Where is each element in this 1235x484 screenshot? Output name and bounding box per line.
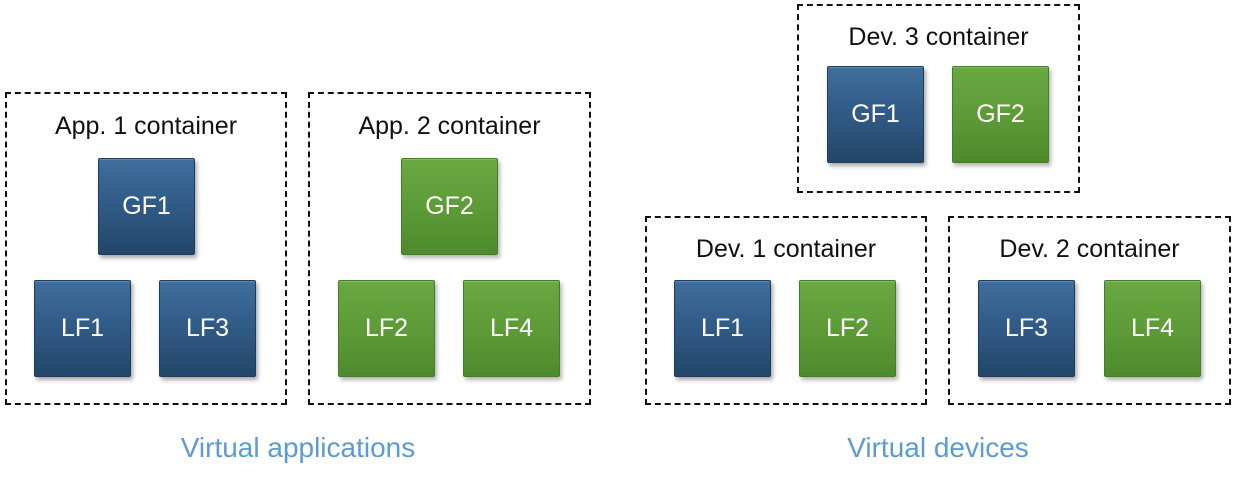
dev1-container: Dev. 1 container LF1 LF2	[645, 216, 927, 405]
app1-lf-left-block: LF1	[34, 280, 131, 377]
app2-container-title: App. 2 container	[358, 112, 541, 140]
app2-gf-block: GF2	[401, 158, 498, 255]
dev2-lf-left-block: LF3	[978, 280, 1075, 377]
virtual-applications-caption: Virtual applications	[180, 432, 416, 463]
app2-container: App. 2 container GF2 LF2 LF4	[308, 92, 591, 405]
dev2-container-title: Dev. 2 container	[999, 235, 1180, 263]
dev2-container: Dev. 2 container LF3 LF4	[948, 216, 1231, 405]
dev1-lf-left-block: LF1	[674, 280, 771, 377]
dev1-lf-right-block: LF2	[799, 280, 896, 377]
dev2-lf-right-block: LF4	[1104, 280, 1201, 377]
app1-gf-block: GF1	[98, 158, 195, 255]
dev3-gf-right-block: GF2	[952, 66, 1049, 163]
app1-lf-right-block: LF3	[159, 280, 256, 377]
dev3-gf-left-block: GF1	[827, 66, 924, 163]
app1-container: App. 1 container GF1 LF1 LF3	[5, 92, 287, 405]
virtual-devices-caption: Virtual devices	[847, 432, 1029, 463]
dev1-container-title: Dev. 1 container	[695, 235, 877, 263]
app2-lf-right-block: LF4	[463, 280, 560, 377]
dev3-container-title: Dev. 3 container	[848, 23, 1029, 51]
app1-container-title: App. 1 container	[54, 112, 238, 140]
app2-lf-left-block: LF2	[338, 280, 435, 377]
dev3-container: Dev. 3 container GF1 GF2	[797, 4, 1080, 193]
